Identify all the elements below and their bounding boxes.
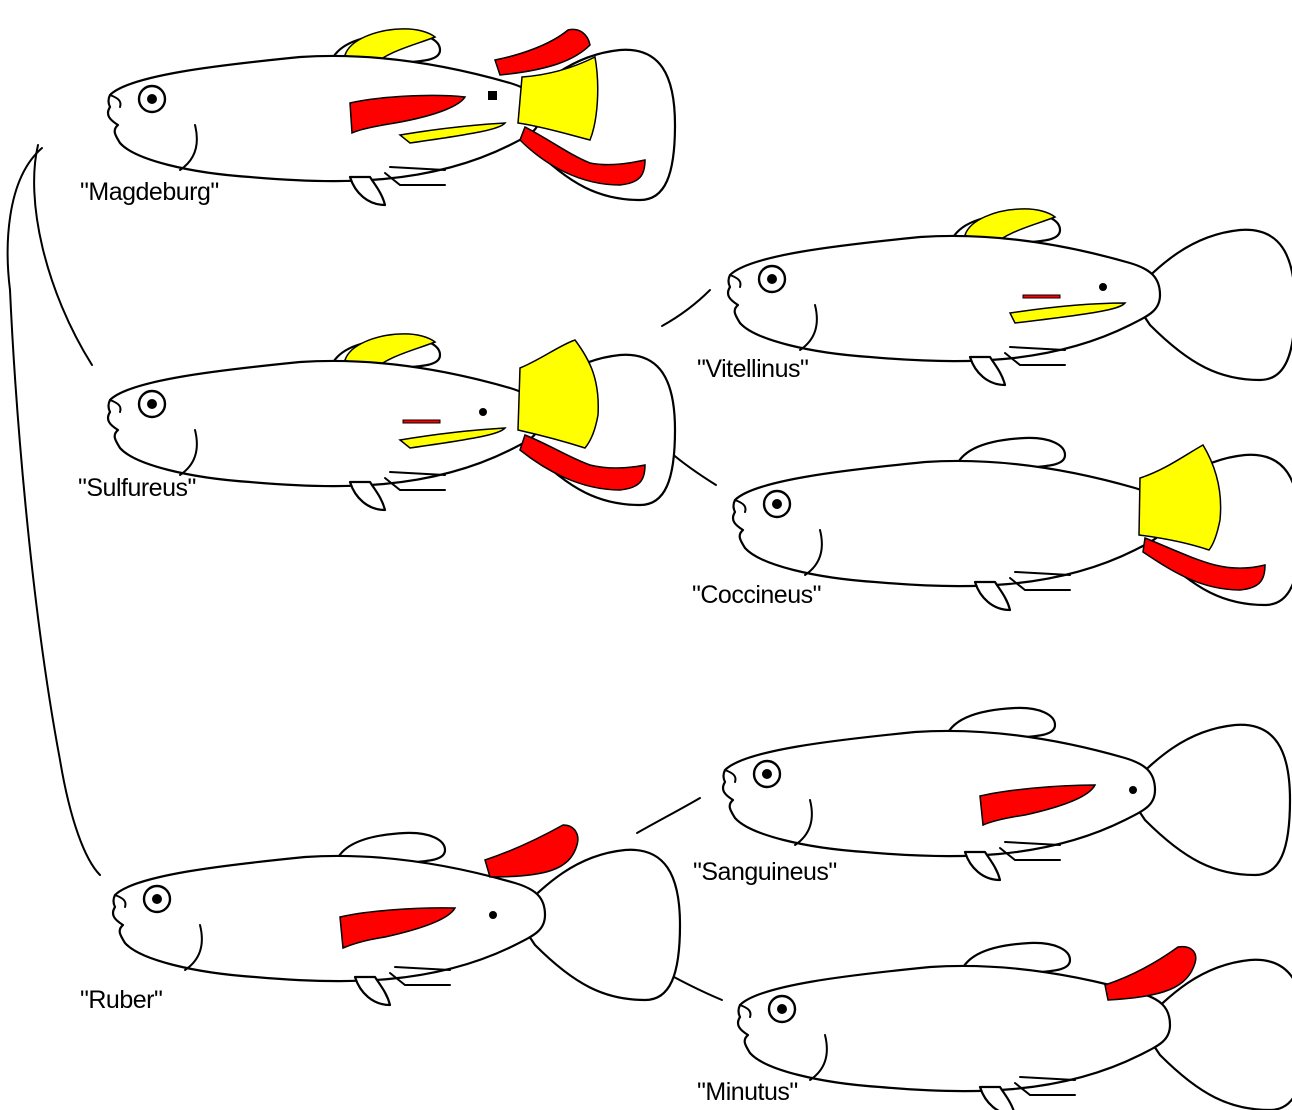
label-magdeburg: "Magdeburg": [80, 178, 219, 206]
connection-sulfureus-vitellinus: [662, 290, 710, 326]
tail-spot: [1099, 283, 1107, 291]
tail-spot: [1129, 786, 1137, 794]
tail-red-top: [485, 825, 578, 877]
fish-minutus: [738, 943, 1292, 1110]
fish-vitellinus: [728, 209, 1292, 385]
label-coccineus: "Coccineus": [692, 581, 821, 609]
fish-sanguineus: [723, 708, 1290, 880]
label-ruber: "Ruber": [80, 986, 162, 1014]
fish-ruber: [113, 825, 680, 1005]
label-minutus: "Minutus": [697, 1078, 798, 1106]
label-vitellinus: "Vitellinus": [697, 355, 808, 383]
label-sulfureus: "Sulfureus": [78, 474, 196, 502]
tail-spot: [479, 408, 487, 416]
anal-red-line: [1023, 295, 1060, 298]
connection-ruber-sanguineus: [637, 798, 700, 833]
tail-yellow-band: [1139, 445, 1221, 550]
tail-yellow-band: [518, 340, 598, 448]
label-sanguineus: "Sanguineus": [693, 858, 837, 886]
connection-sulfureus-coccineus: [670, 452, 716, 485]
tail-spot: [489, 911, 497, 919]
anal-red-line: [403, 420, 440, 423]
tail-spot: [488, 91, 497, 100]
connection-magdeburg-ruber: [8, 148, 100, 875]
